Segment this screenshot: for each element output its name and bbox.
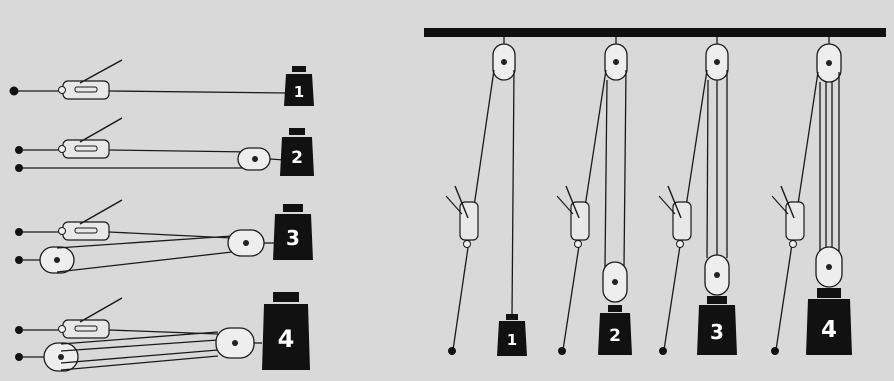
horizontal-setup-4: 4 <box>15 292 310 372</box>
overhead-beam <box>424 28 886 37</box>
pulley-block-icon <box>215 327 262 359</box>
weight-label-v-3: 3 <box>710 320 724 344</box>
anchor-point-icon <box>771 347 779 355</box>
weight-label-h-4: 4 <box>278 325 295 353</box>
anchor-point-icon <box>9 86 19 96</box>
vertical-setup-1: 1 <box>445 37 527 356</box>
pulley-block-icon <box>704 254 730 296</box>
hand-winch-icon <box>58 297 123 339</box>
pulley-block-icon <box>816 43 842 83</box>
hand-winch-icon <box>445 185 479 248</box>
weight-label-h-2: 2 <box>291 148 303 168</box>
hand-winch-icon <box>556 185 590 248</box>
pulley-block-icon <box>43 342 79 372</box>
weight-icon: 3 <box>273 204 313 260</box>
weight-icon: 2 <box>598 305 632 355</box>
weight-label-v-2: 2 <box>609 326 621 346</box>
horizontal-setups: 1 2 <box>9 59 314 372</box>
pulley-block-icon <box>237 147 285 171</box>
hand-winch-icon <box>658 185 692 248</box>
weight-label-v-4: 4 <box>821 317 837 343</box>
horizontal-setup-3: 3 <box>15 199 313 274</box>
pulley-block-icon <box>227 229 274 257</box>
vertical-setup-2: 2 <box>556 37 632 355</box>
horizontal-setup-2: 2 <box>15 117 314 176</box>
anchor-point-icon <box>15 228 23 236</box>
pulley-block-icon <box>602 261 628 303</box>
weight-icon: 1 <box>497 314 527 356</box>
pulley-block-icon <box>39 246 75 274</box>
weight-icon: 4 <box>806 288 852 355</box>
vertical-setup-3: 3 <box>658 37 737 355</box>
hand-winch-icon <box>58 117 123 159</box>
anchor-point-icon <box>659 347 667 355</box>
weight-icon: 2 <box>280 128 314 176</box>
hand-winch-icon <box>58 199 123 241</box>
pulley-block-icon <box>815 246 843 288</box>
weight-label-h-1: 1 <box>294 83 304 101</box>
anchor-point-icon <box>15 326 23 334</box>
anchor-point-icon <box>15 146 23 154</box>
weight-label-v-1: 1 <box>507 331 517 349</box>
anchor-point-icon <box>558 347 566 355</box>
pulley-block-icon <box>604 43 628 81</box>
vertical-setup-4: 4 <box>771 37 852 355</box>
anchor-point-icon <box>15 256 23 264</box>
anchor-point-icon <box>15 353 23 361</box>
weight-icon: 4 <box>262 292 310 370</box>
anchor-point-icon <box>448 347 456 355</box>
hand-winch-icon <box>771 185 805 248</box>
hand-winch-icon <box>58 59 123 100</box>
pulley-block-icon <box>492 43 516 81</box>
weight-icon: 3 <box>697 296 737 355</box>
weight-label-h-3: 3 <box>286 226 300 250</box>
weight-icon: 1 <box>284 66 314 106</box>
anchor-point-icon <box>15 164 23 172</box>
horizontal-setup-1: 1 <box>9 59 314 106</box>
pulley-block-icon <box>705 43 729 81</box>
vertical-setups: 1 <box>424 28 886 356</box>
